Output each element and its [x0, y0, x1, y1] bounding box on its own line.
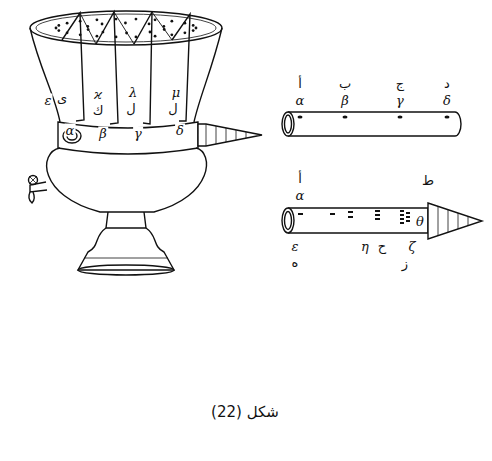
arabic-letter-label: ی: [56, 91, 68, 104]
tube-holes: [298, 210, 410, 224]
greek-letter-label: λ: [128, 86, 138, 99]
greek-letter-label: ζ: [407, 240, 416, 253]
greek-letter-label: μ: [171, 86, 181, 99]
collar-band: [58, 122, 198, 154]
arabic-letter-label: د: [443, 77, 451, 90]
arabic-letter-label: ج: [395, 77, 405, 90]
greek-letter-label: α: [295, 94, 306, 107]
base-ring: [84, 258, 168, 259]
vase-base: [78, 228, 174, 270]
arabic-letter-label: ه: [291, 256, 300, 269]
arabic-letter-label: أ: [297, 77, 303, 90]
sieve-holes: [55, 18, 198, 39]
vase-side: [194, 28, 222, 122]
greek-letter-label: ε: [44, 94, 53, 107]
figure-caption: شكل (22): [210, 405, 280, 420]
greek-letter-label: ϰ: [93, 88, 103, 101]
greek-letter-label: γ: [395, 94, 405, 107]
arabic-letter-label: ح: [377, 240, 387, 253]
arabic-letter-label: ل: [167, 102, 178, 115]
greek-letter-label: β: [340, 94, 350, 107]
arabic-letter-label: ك: [92, 104, 105, 117]
greek-letter-label: δ: [175, 124, 185, 137]
greek-letter-label: γ: [133, 127, 143, 140]
spigot: [29, 176, 48, 204]
tube-holes: [298, 116, 450, 119]
arabic-letter-label: ل: [125, 102, 136, 115]
arabic-letter-label: ز: [401, 257, 409, 270]
greek-letter-label: α: [65, 124, 76, 137]
upper-tube: [282, 112, 461, 136]
arabic-letter-label: أ: [297, 172, 303, 185]
cone-tip: [198, 124, 262, 146]
vase-side: [30, 28, 60, 122]
base-foot: [78, 265, 174, 275]
arabic-letter-label: ط: [421, 174, 435, 187]
vase-bowl: [47, 148, 207, 212]
vase-stem: [106, 212, 146, 228]
partition-plates: [62, 12, 190, 124]
greek-letter-label: α: [295, 189, 306, 202]
arabic-letter-label: ب: [338, 77, 352, 90]
greek-letter-label: θ: [415, 215, 425, 228]
greek-letter-label: β: [98, 127, 108, 140]
greek-letter-label: ε: [291, 240, 300, 253]
vase-rim: [30, 11, 222, 45]
lower-tube: [282, 203, 482, 239]
greek-letter-label: η: [360, 240, 370, 253]
greek-letter-label: δ: [442, 94, 452, 107]
